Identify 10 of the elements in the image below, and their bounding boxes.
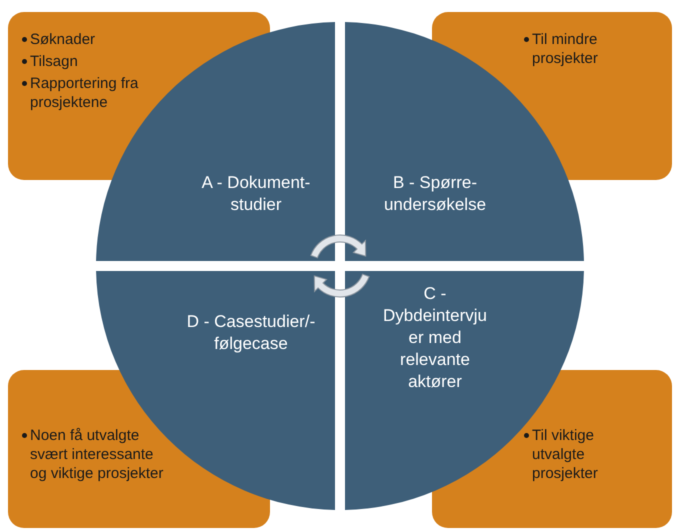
segment-label: C - Dybdeintervju er med relevante aktører [382,283,488,393]
list-item-text: Til viktige utvalgte prosjekter [532,427,598,482]
list-item-text: Noen få utvalgte svært interessante og viktige prosjekter [30,427,164,482]
list-item-text: Til mindre prosjekter [532,31,598,67]
list-item-text: Rapportering fra prosjektene [30,75,138,111]
segment-label: D - Casestudier/- følgecase [186,311,316,355]
segment-label: B - Spørre- undersøkelse [382,172,488,216]
list-item-text: Søknader [30,31,96,48]
list-item-text: Tilsagn [30,53,78,70]
segment-label: A - Dokument- studier [200,172,312,216]
